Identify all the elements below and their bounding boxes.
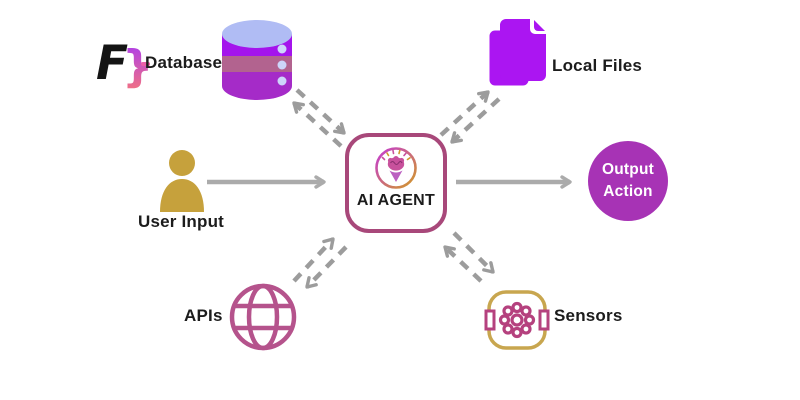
- logo-letter: F: [96, 36, 128, 91]
- user-icon: [157, 150, 207, 219]
- edge-sensors-to-ai-agent: [443, 245, 483, 283]
- edge-database-to-ai-agent: [295, 88, 346, 135]
- globe-icon: [228, 282, 298, 357]
- output-action-line1: Output: [602, 161, 654, 179]
- local-files-label: Local Files: [552, 56, 643, 75]
- apis-label: APIs: [184, 306, 223, 325]
- output-action-line2: Action: [603, 183, 653, 200]
- ai-agent-label: AI AGENT: [356, 192, 436, 209]
- edge-apis-to-ai-agent: [292, 237, 335, 283]
- f-brand-logo-icon: F }: [96, 36, 153, 92]
- edge-ai-agent-to-database: [292, 101, 343, 148]
- logo-brace: }: [122, 41, 152, 92]
- edge-ai-agent-to-apis: [305, 245, 348, 289]
- local-files-icon: [486, 17, 550, 96]
- output-action-circle: Output Action: [588, 141, 668, 221]
- edge-ai-agent-to-sensors: [452, 231, 495, 274]
- f-logo: F }: [96, 34, 153, 99]
- sensors-label: Sensors: [554, 306, 623, 325]
- logo-dash: [141, 62, 150, 66]
- database-label: Database: [145, 53, 223, 72]
- ai-agent-box: AI AGENT: [345, 133, 447, 233]
- database-icon: [220, 18, 294, 107]
- ai-agent-brain-icon: [375, 147, 417, 189]
- user-input-label: User Input: [137, 212, 225, 231]
- sensors-icon: [484, 287, 550, 358]
